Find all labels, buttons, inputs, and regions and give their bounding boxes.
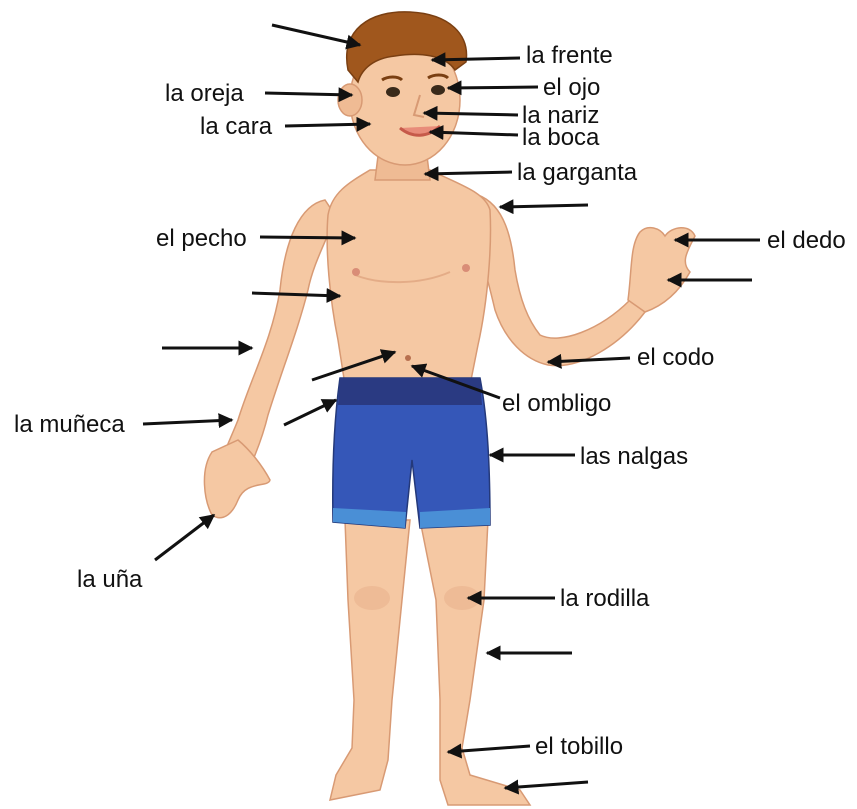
arrow-boca [428,124,519,140]
label-muneca: la muñeca [14,411,125,438]
label-pecho: el pecho [156,225,247,252]
label-garganta: la garganta [517,159,638,186]
arrow-garganta [423,166,513,182]
label-frente: la frente [526,42,613,69]
arrows [142,23,760,795]
arrow-oreja [264,87,354,103]
arrow-abdomen [311,349,397,382]
label-ojo: el ojo [543,74,601,101]
arrow-hair [271,23,362,50]
shorts-trim-left [333,508,406,528]
arrow-una [154,513,216,562]
torso [326,169,492,386]
label-ombligo: el ombligo [502,390,612,417]
arrow-nariz [422,105,519,121]
shorts-trim-right [420,508,490,528]
arrow-foot [503,779,589,795]
label-cara: la cara [200,113,273,140]
arrow-waist [251,288,342,304]
label-oreja: la oreja [165,80,244,107]
arrow-frente [430,52,521,68]
left-hand [203,439,271,519]
label-rodilla: la rodilla [560,585,650,612]
arrow-pecho [259,230,357,246]
label-una: la uña [77,566,143,593]
label-dedo: el dedo [767,227,846,254]
arrow-ojo [446,80,539,96]
shorts-band [338,378,482,405]
boy-figure [203,11,696,806]
arrow-cara [284,116,372,132]
label-nariz: la nariz [522,102,600,129]
label-boca: la boca [522,124,600,151]
hair [345,11,468,84]
label-codo: el codo [637,344,715,371]
arrow-muneca [142,413,234,429]
right-arm [469,194,647,367]
arrow-shoulder [498,199,589,215]
arrow-codo [546,353,631,369]
arrow-tobillo [446,743,531,759]
left-leg [328,519,411,801]
label-nalgas: las nalgas [580,443,689,470]
arrow-ombligo [410,363,501,400]
ear [337,83,363,117]
right-leg [419,519,532,806]
arrow-hip [283,398,338,427]
shorts [332,377,491,529]
label-tobillo: el tobillo [535,733,624,760]
